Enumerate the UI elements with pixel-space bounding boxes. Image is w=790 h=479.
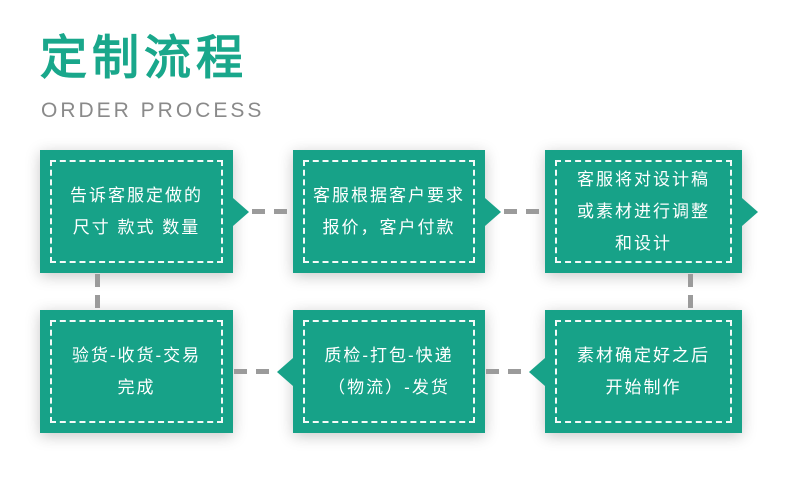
arrow-right-icon [485, 197, 501, 226]
step-text: 告诉客服定做的 尺寸 款式 数量 [70, 185, 203, 237]
page-title: 定制流程 [40, 31, 248, 84]
connector-dashed-horizontal [486, 369, 527, 374]
step-text: 验货-收货-交易 完成 [71, 345, 202, 397]
arrow-left-icon [277, 357, 293, 386]
flow-step-1: 告诉客服定做的 尺寸 款式 数量 [40, 150, 249, 273]
connector-dashed-horizontal [234, 369, 275, 374]
step-text: 质检-打包-快递 （物流）-发货 [324, 345, 454, 397]
arrow-left-icon [529, 357, 545, 386]
flow-step-2: 客服根据客户要求 报价，客户付款 [293, 150, 501, 273]
flow-step-5: 质检-打包-快递 （物流）-发货 [277, 310, 485, 433]
connector-dashed-vertical [95, 274, 100, 310]
page-subtitle: ORDER PROCESS [41, 99, 265, 122]
flow-step-4: 素材确定好之后 开始制作 [529, 310, 742, 433]
step-dashed-border: 验货-收货-交易 完成 [50, 320, 223, 423]
step-text: 客服根据客户要求 报价，客户付款 [313, 185, 465, 237]
flow-step-3: 客服将对设计稿 或素材进行调整 和设计 [545, 150, 758, 273]
step-text: 素材确定好之后 开始制作 [577, 345, 710, 397]
connector-dashed-horizontal [252, 209, 293, 214]
step-dashed-border: 素材确定好之后 开始制作 [555, 320, 732, 423]
connector-dashed-horizontal [504, 209, 545, 214]
step-dashed-border: 客服将对设计稿 或素材进行调整 和设计 [555, 160, 732, 263]
step-dashed-border: 告诉客服定做的 尺寸 款式 数量 [50, 160, 223, 263]
step-text: 客服将对设计稿 或素材进行调整 和设计 [577, 169, 710, 253]
arrow-right-icon [233, 197, 249, 226]
step-dashed-border: 客服根据客户要求 报价，客户付款 [303, 160, 475, 263]
connector-dashed-vertical [688, 274, 693, 310]
arrow-right-icon [742, 197, 758, 226]
step-dashed-border: 质检-打包-快递 （物流）-发货 [303, 320, 475, 423]
flow-step-6: 验货-收货-交易 完成 [40, 310, 233, 433]
